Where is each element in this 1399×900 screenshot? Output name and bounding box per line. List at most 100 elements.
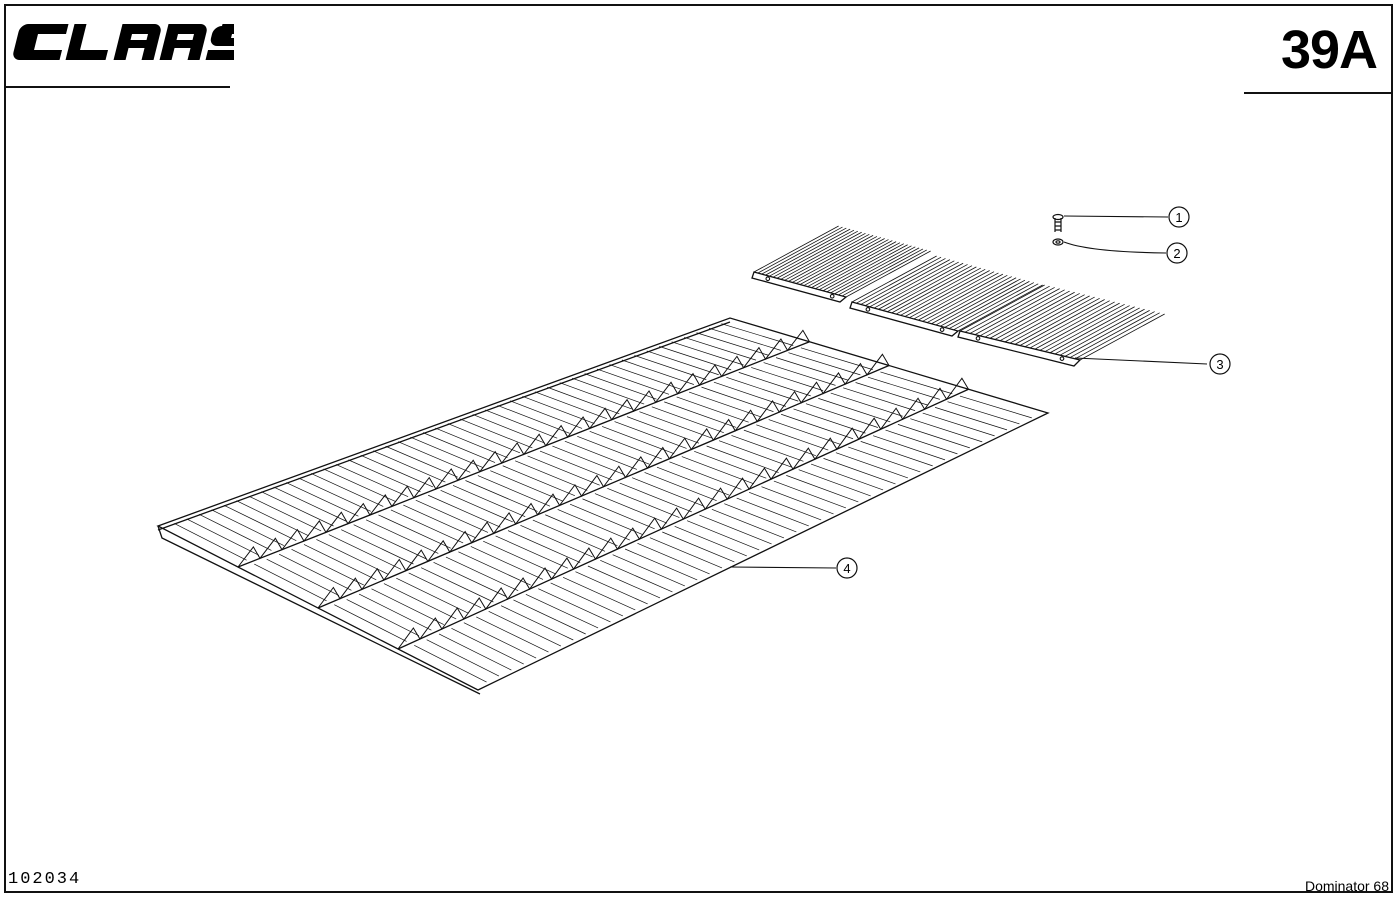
sieve-finger (1024, 300, 1110, 348)
grate-slat (403, 504, 476, 539)
grate-slat (681, 456, 754, 485)
sieve-finger (957, 284, 1043, 332)
grate-slat (557, 509, 630, 541)
grate-slat (341, 529, 414, 565)
grate-slat (676, 396, 749, 423)
grate-slat (303, 544, 377, 581)
grate-slat (607, 487, 680, 518)
callout-1: 1 (1168, 206, 1190, 228)
grate-slat (706, 445, 779, 473)
sieve-finger (811, 241, 897, 288)
grate-slat (348, 459, 421, 493)
callout-4: 4 (836, 557, 858, 579)
grate-slat (538, 588, 611, 623)
sieve-finger (909, 271, 995, 319)
grate-slat (438, 633, 512, 671)
grate-slat (848, 446, 921, 473)
sieve-finger (1044, 305, 1130, 352)
grate-slat (582, 498, 655, 530)
sieve-finger (1004, 295, 1090, 343)
sieve-finger (757, 226, 843, 274)
sieve-finger (1029, 301, 1115, 349)
grate-slat (353, 524, 427, 560)
sieve-finger (1054, 307, 1140, 355)
grate-slat (365, 519, 439, 554)
grate-slat (575, 571, 648, 605)
grate-slat (619, 482, 692, 513)
sieve-finger (1079, 313, 1165, 361)
grate-slat (626, 416, 700, 444)
grate-slat (600, 560, 673, 593)
grate-slat (867, 376, 940, 400)
grate-slat (509, 400, 583, 429)
grate-slat (830, 392, 903, 417)
grate-slat (885, 429, 958, 455)
grate-slat (552, 445, 625, 476)
grate-slat (186, 518, 260, 556)
sieve-finger (887, 265, 973, 313)
grate-slat (959, 395, 1032, 419)
grate-slat (694, 450, 767, 479)
sieve-finger (882, 264, 968, 311)
logo-underline (4, 86, 230, 88)
grate-slat (872, 435, 946, 461)
sieve-finger (918, 273, 1004, 321)
grate-slat (788, 352, 861, 376)
grate-slat (763, 362, 836, 386)
callout-1-leader (1063, 215, 1169, 218)
grate-slat (397, 441, 471, 473)
sieve-finger (974, 288, 1060, 335)
sieve-finger (873, 261, 959, 309)
sieve-finger (865, 259, 951, 306)
grate-slat (383, 583, 457, 620)
grate-slat (385, 445, 458, 478)
grate-slat (346, 599, 420, 637)
sieve-finger (1074, 312, 1160, 360)
grate-slat (328, 534, 402, 570)
sieve-finger (830, 246, 916, 294)
sieve-finger (860, 258, 946, 305)
callout-3-number: 3 (1216, 357, 1223, 372)
grate-slat (428, 494, 501, 528)
grate-slat (286, 482, 359, 517)
grate-slat (507, 530, 581, 563)
sieve-finger (940, 279, 1026, 327)
grate-slat (683, 336, 757, 361)
sieve-finger (799, 238, 885, 285)
grate-slat (278, 553, 352, 591)
grate-slat (198, 514, 272, 551)
grate-slat (422, 432, 496, 463)
grate-slat (334, 604, 407, 642)
grate-slat (780, 413, 854, 440)
straw-walker-grate (156, 317, 1050, 695)
sieve-finger (922, 274, 1008, 322)
grate-slat (671, 341, 744, 366)
grate-slat (390, 509, 464, 544)
grate-slat (534, 391, 608, 419)
sieve-finger (856, 256, 942, 304)
grate-slat (756, 424, 829, 451)
callout-4-number: 4 (843, 561, 850, 576)
document-number: 102034 (8, 870, 82, 889)
grate-slat (465, 480, 538, 512)
grate-slat (818, 398, 891, 423)
sieve-finger (926, 276, 1012, 323)
grate-slat (360, 455, 434, 488)
grate-slat (587, 565, 661, 599)
grate-slat (261, 491, 334, 527)
grate-slat (649, 537, 723, 569)
sieve-finger (822, 244, 908, 292)
grate-slat (621, 359, 694, 385)
callout-1-number: 1 (1175, 210, 1182, 225)
grate-slat (718, 440, 792, 468)
grate-slat (525, 594, 599, 629)
grate-slat (810, 463, 884, 491)
grate-slat (738, 372, 811, 397)
sieve-finger (1019, 299, 1105, 346)
grate-slat (174, 523, 247, 561)
grate-outline (156, 317, 1050, 691)
plate-underline (1244, 92, 1393, 94)
grate-slat (569, 503, 643, 535)
grate-slat (532, 519, 606, 552)
grate-slat (800, 347, 873, 370)
